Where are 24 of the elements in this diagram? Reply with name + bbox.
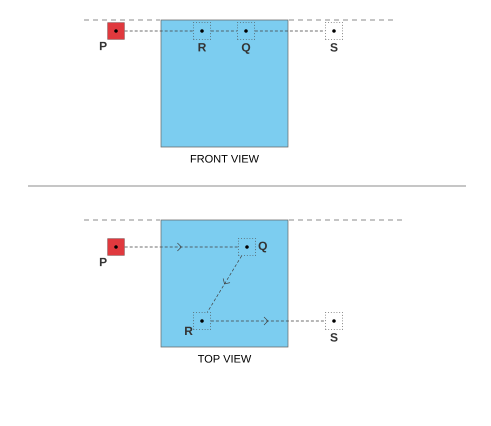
marker-square — [237, 22, 255, 40]
point-label: S — [330, 43, 338, 52]
marker-square — [107, 238, 125, 256]
node-label: TOP VIEW — [198, 354, 252, 363]
point-label: Q — [258, 242, 267, 252]
marker-square — [193, 312, 211, 330]
marker-square — [107, 22, 125, 40]
connector — [254, 30, 326, 32]
marker-square — [193, 22, 211, 40]
marker-square — [325, 312, 343, 330]
marker-square — [238, 238, 256, 256]
connector — [207, 256, 242, 312]
point-label: Q — [242, 43, 250, 54]
point-label: S — [330, 333, 338, 342]
connector — [210, 316, 326, 326]
point-label: R — [198, 43, 206, 52]
point-label: P — [100, 42, 107, 50]
node-label: FRONT VIEW — [190, 154, 259, 163]
point-label: P — [100, 258, 107, 266]
connector — [124, 242, 238, 252]
marker-square — [325, 22, 343, 40]
connector — [210, 30, 238, 32]
point-label: R — [185, 326, 193, 336]
connector — [124, 30, 194, 32]
